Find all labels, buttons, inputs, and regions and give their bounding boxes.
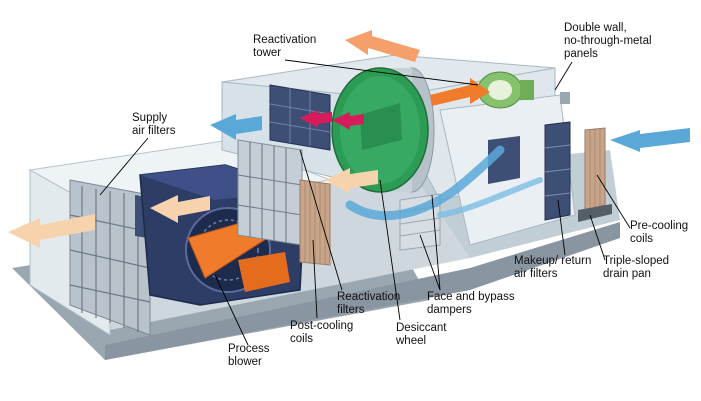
leader-post-cooling [312, 239, 318, 319]
reactivation-filter-rack [237, 139, 303, 246]
leader-reactivation-tower [284, 59, 479, 86]
post-cooling-coil-fins [304, 181, 326, 265]
leader-pre-cooling [596, 174, 631, 229]
base-front-edge [105, 268, 470, 360]
label-pre-cooling-coils: Pre-cooling coils [630, 220, 689, 245]
process-air-arrow [150, 195, 210, 223]
leader-double-wall [554, 61, 573, 91]
pre-cooling-coil-fins [589, 128, 601, 209]
desiccant-wheel-icon [331, 67, 435, 193]
leader-desiccant-wheel [379, 179, 401, 321]
label-reactivation-filters: Reactivation filters [337, 291, 401, 316]
process-blue-air-path [345, 145, 505, 221]
label-double-wall-panels: Double wall, no-through-metal panels [564, 22, 652, 60]
double-wall-panel-detail [560, 92, 570, 104]
bypass-blue-air-path [437, 177, 543, 218]
label-reactivation-tower: Reactivation tower [253, 34, 317, 59]
base-right-edge [470, 222, 620, 290]
dried-air-arrow [325, 168, 378, 194]
label-makeup-return-air-filters: Makeup/ return air filters [514, 255, 592, 280]
label-desiccant-wheel: Desiccant wheel [396, 322, 447, 347]
label-face-bypass-dampers: Face and bypass dampers [427, 291, 515, 316]
reactivation-motor-icon [477, 71, 534, 109]
leader-face-bypass-2 [431, 194, 441, 291]
leader-drain-pan [589, 214, 606, 261]
leader-makeup-filters [557, 199, 566, 256]
label-post-cooling-coils: Post-cooling coils [290, 320, 354, 345]
reactivation-magenta-arrow-1 [300, 110, 332, 128]
label-supply-air-filters: Supply air filters [132, 112, 176, 137]
reactivation-filter-grid [237, 142, 303, 243]
reactivation-magenta-arrow-2 [332, 112, 364, 130]
leader-supply-filters [99, 137, 149, 196]
leader-face-bypass-1 [419, 234, 441, 291]
reactivation-intake-arrow [210, 114, 262, 140]
label-process-blower: Process blower [228, 343, 270, 368]
leader-process-blower [214, 274, 249, 346]
reactivation-exhaust-arrow [345, 30, 420, 62]
blower-motor [238, 252, 290, 292]
leader-lines [99, 59, 631, 346]
leader-reactivation-filters [299, 149, 343, 291]
supply-air-out-arrow [8, 214, 95, 248]
makeup-air-in-arrow [610, 128, 690, 152]
makeup-filter-grid [544, 144, 571, 197]
triple-sloped-drain-pan [578, 204, 612, 222]
label-triple-sloped-drain-pan: Triple-sloped drain pan [603, 255, 670, 280]
